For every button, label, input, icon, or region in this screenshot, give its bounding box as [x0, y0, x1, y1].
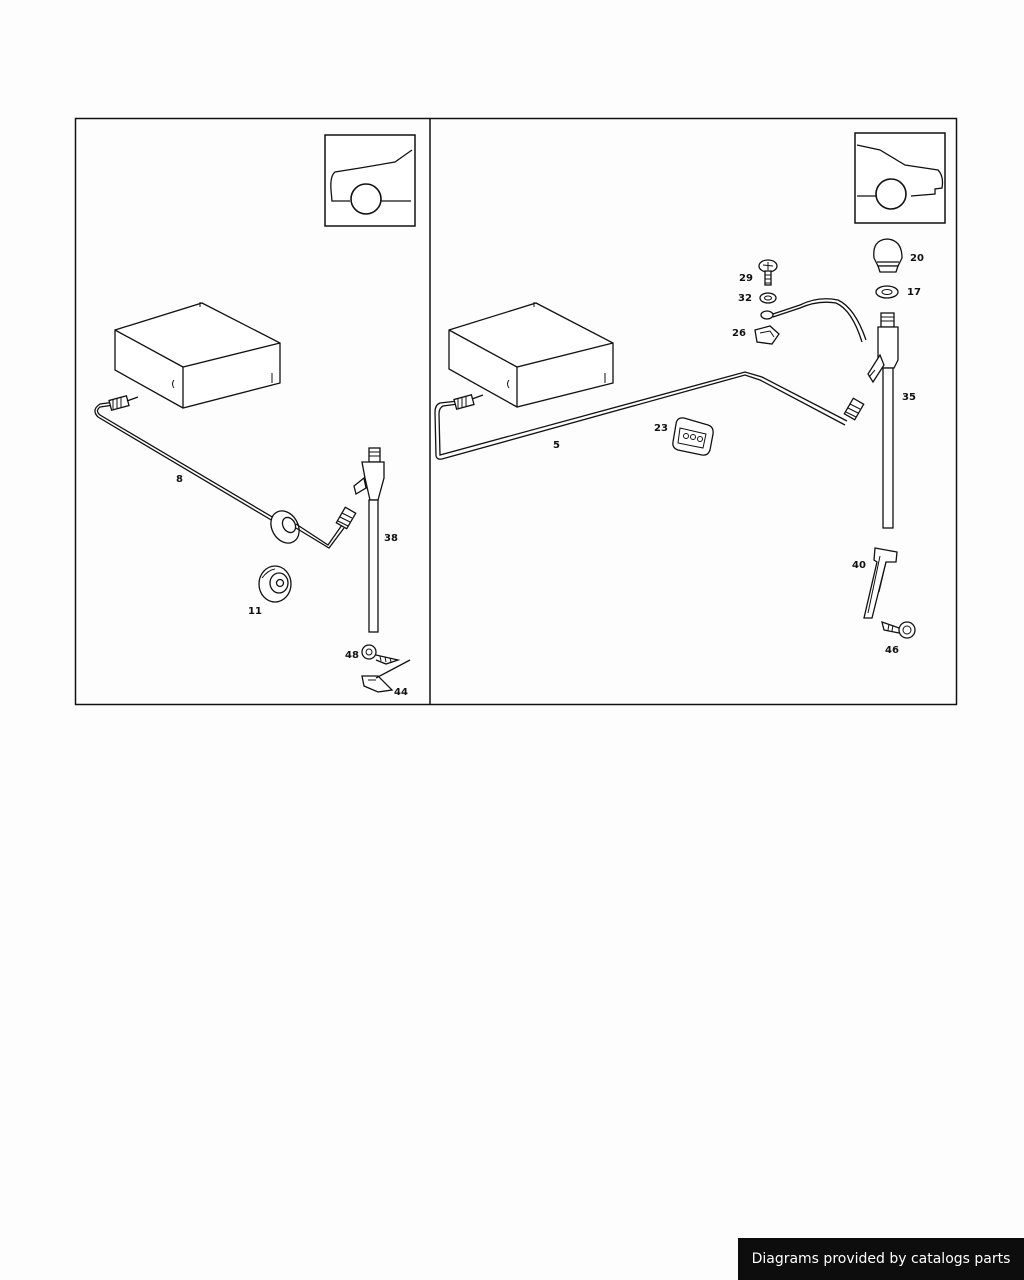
callout-40: 40: [852, 560, 866, 571]
washer-32: [759, 292, 777, 304]
callout-26: 26: [732, 328, 746, 339]
footer-caption: Diagrams provided by catalogs parts: [738, 1238, 1024, 1280]
antenna-mast-38: [353, 447, 385, 633]
callout-17: 17: [907, 287, 921, 298]
radio-unit-right: [448, 302, 614, 408]
callout-23: 23: [654, 423, 668, 434]
antenna-cable-5: [434, 371, 865, 460]
callout-46: 46: [885, 645, 899, 656]
car-rear-thumbnail: [854, 132, 946, 224]
callout-labels: 8 11 38 48 44 29 32 26 20 17 35 23 5 40 …: [176, 253, 924, 698]
callout-48: 48: [345, 650, 359, 661]
connector-23: [672, 417, 714, 456]
callout-20: 20: [910, 253, 924, 264]
antenna-mast-35: [867, 312, 899, 529]
callout-11: 11: [248, 606, 262, 617]
callout-29: 29: [739, 273, 753, 284]
diagram-frame: [74, 117, 958, 706]
footer-caption-text: Diagrams provided by catalogs parts: [751, 1251, 1011, 1267]
bracket-44: [361, 659, 411, 693]
right-panel: [434, 132, 946, 639]
seal-ring-17: [875, 285, 899, 299]
clip-nut-26: [754, 325, 780, 345]
callout-8: 8: [176, 474, 183, 485]
bracket-40: [863, 547, 898, 619]
callout-35: 35: [902, 392, 916, 403]
antenna-cable-8: [94, 395, 357, 549]
car-front-thumbnail: [324, 134, 416, 227]
grommet-11: [258, 565, 292, 603]
callout-32: 32: [738, 293, 752, 304]
screw-48: [361, 644, 401, 665]
ground-lead: [760, 298, 867, 343]
callout-5: 5: [553, 440, 560, 451]
screw-29: [758, 259, 778, 286]
parts-diagram: 8 11 38 48 44 29 32 26 20 17 35 23 5 40 …: [74, 117, 958, 706]
callout-44: 44: [394, 687, 408, 698]
callout-38: 38: [384, 533, 398, 544]
left-panel: [94, 134, 416, 693]
radio-unit-left: [114, 302, 281, 409]
cap-20: [873, 238, 903, 273]
screw-46: [881, 620, 916, 639]
